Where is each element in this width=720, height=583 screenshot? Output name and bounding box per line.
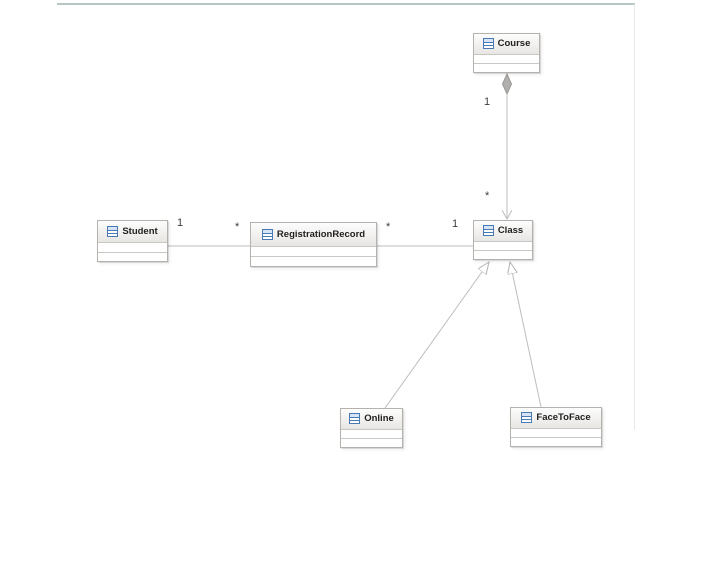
edge-generalization-facetoface-class[interactable] — [510, 262, 542, 408]
class-header: Online — [341, 409, 402, 430]
class-box-student[interactable]: Student — [97, 220, 168, 262]
class-box-registrationrecord[interactable]: RegistrationRecord — [250, 222, 377, 267]
attributes-compartment — [511, 429, 601, 437]
operations-compartment — [341, 437, 402, 447]
multiplicity-registrationrecord-end-right[interactable]: * — [386, 221, 391, 233]
operations-compartment — [251, 255, 376, 266]
composition-diamond[interactable] — [501, 72, 513, 96]
class-icon — [107, 226, 119, 237]
attributes-compartment — [251, 247, 376, 256]
attributes-compartment — [474, 55, 539, 63]
multiplicity-registrationrecord-end-left[interactable]: * — [235, 221, 240, 233]
operations-compartment — [474, 62, 539, 72]
class-name: RegistrationRecord — [276, 228, 366, 240]
class-box-facetoface[interactable]: FaceToFace — [510, 407, 602, 447]
class-icon — [482, 225, 494, 237]
class-name: Online — [364, 413, 394, 425]
canvas-right-border — [634, 4, 635, 430]
class-header: RegistrationRecord — [251, 223, 376, 247]
multiplicity-class-end-association[interactable]: 1 — [452, 218, 459, 230]
operations-compartment — [511, 436, 601, 446]
class-name: FaceToFace — [536, 412, 591, 424]
operations-compartment — [474, 249, 532, 259]
class-header: FaceToFace — [511, 408, 601, 429]
attributes-compartment — [98, 243, 167, 252]
operations-compartment — [98, 251, 167, 262]
class-header: Class — [474, 221, 532, 242]
class-box-class[interactable]: Class — [473, 220, 533, 260]
class-header: Course — [474, 34, 539, 55]
edge-generalization-online-class[interactable] — [384, 262, 489, 409]
multiplicity-student-end[interactable]: 1 — [177, 217, 184, 229]
class-name: Course — [497, 38, 531, 50]
multiplicity-course-end[interactable]: 1 — [484, 96, 491, 108]
class-name: Student — [122, 226, 158, 237]
attributes-compartment — [474, 242, 532, 250]
canvas-top-border — [57, 3, 635, 5]
class-box-course[interactable]: Course — [473, 33, 540, 73]
class-icon — [482, 38, 494, 50]
class-icon — [261, 228, 273, 240]
class-box-online[interactable]: Online — [340, 408, 403, 448]
class-header: Student — [98, 221, 167, 243]
class-icon — [521, 412, 533, 424]
multiplicity-class-end-composition[interactable]: * — [485, 190, 490, 202]
class-name: Class — [497, 225, 524, 237]
attributes-compartment — [341, 430, 402, 438]
class-icon — [349, 413, 361, 425]
